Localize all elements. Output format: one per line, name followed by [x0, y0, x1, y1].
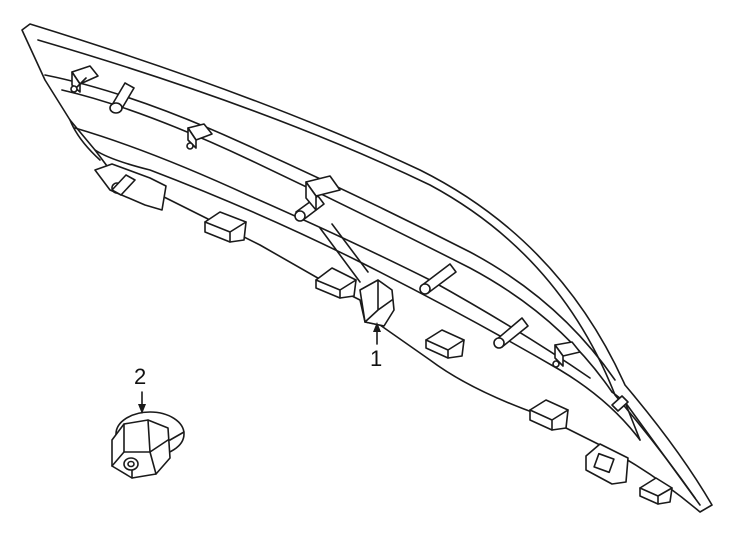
callout-2: 2 [134, 364, 147, 389]
callout-1: 1 [370, 346, 383, 371]
panel-tabs [94, 163, 673, 505]
callout-leaders [138, 322, 381, 414]
arrowhead-1 [373, 322, 381, 332]
panel-clips [70, 65, 581, 368]
nut-fastener [111, 411, 185, 479]
panel-pins [109, 82, 629, 412]
arrowhead-2 [138, 404, 146, 414]
